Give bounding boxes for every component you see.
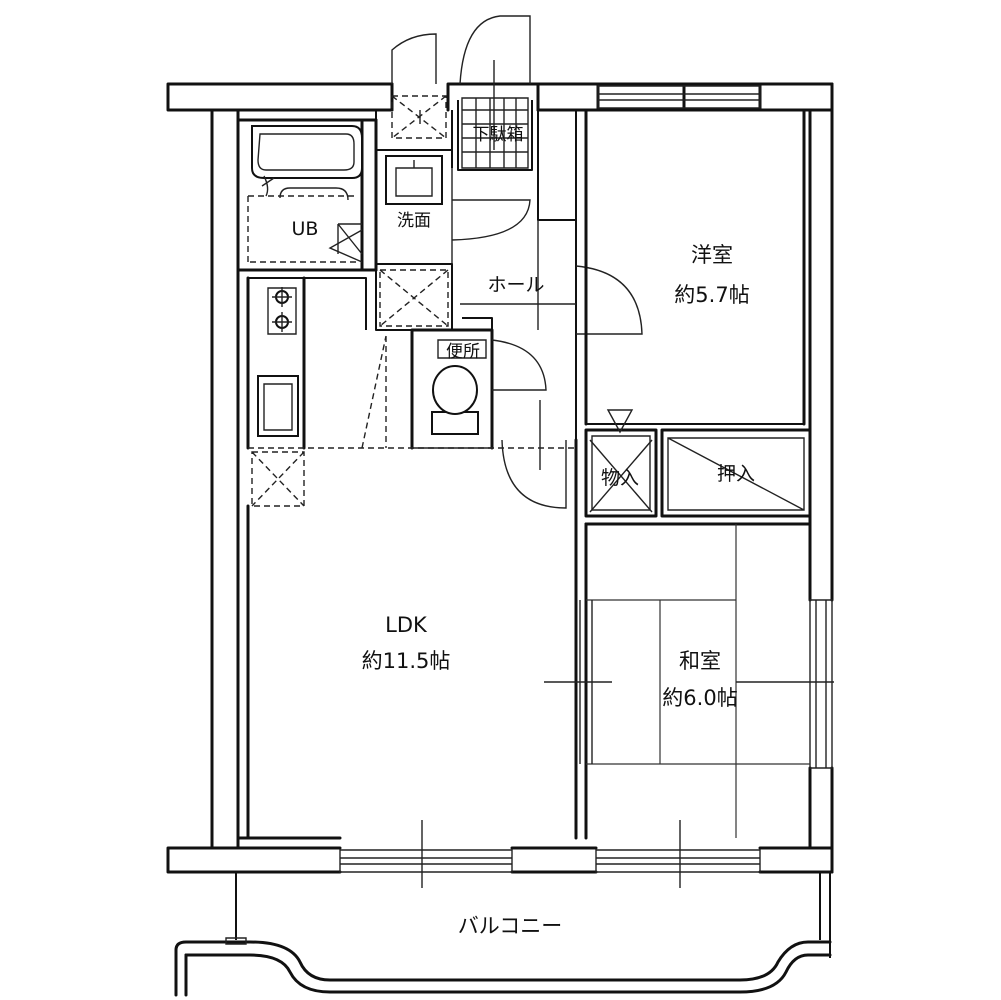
hall: ホール — [460, 220, 643, 335]
interior-walls — [246, 108, 806, 840]
exterior-walls — [166, 82, 834, 888]
japanese-room: 和室 約6.0帖 — [544, 522, 834, 840]
bath-label: UB — [292, 218, 319, 240]
balcony: バルコニー — [174, 872, 832, 997]
kitchen — [246, 276, 576, 507]
storage-area: 物入 押入 — [584, 409, 812, 518]
bath-washroom: UB 洗面 — [236, 118, 531, 331]
entrance-area: 下駄箱 — [375, 15, 577, 440]
ldk-room: LDK 約11.5帖 — [362, 613, 451, 673]
ldk-name: LDK — [385, 613, 428, 637]
shoe-storage-label: 下駄箱 — [473, 125, 524, 145]
ldk-area: 約11.5帖 — [362, 649, 451, 673]
japanese-room-name: 和室 — [679, 649, 721, 673]
japanese-room-area: 約6.0帖 — [662, 686, 737, 710]
oshiire-label: 押入 — [717, 463, 755, 485]
hall-label: ホール — [487, 274, 544, 296]
storage-closet-label: 物入 — [601, 467, 639, 489]
western-room-area: 約5.7帖 — [674, 283, 749, 307]
toilet-label: 便所 — [446, 342, 480, 362]
balcony-label: バルコニー — [458, 914, 563, 938]
western-room-name: 洋室 — [691, 243, 733, 267]
toilet-room: 便所 — [410, 317, 547, 450]
western-room: 洋室 約5.7帖 — [674, 243, 749, 307]
washroom-label: 洗面 — [397, 211, 431, 231]
